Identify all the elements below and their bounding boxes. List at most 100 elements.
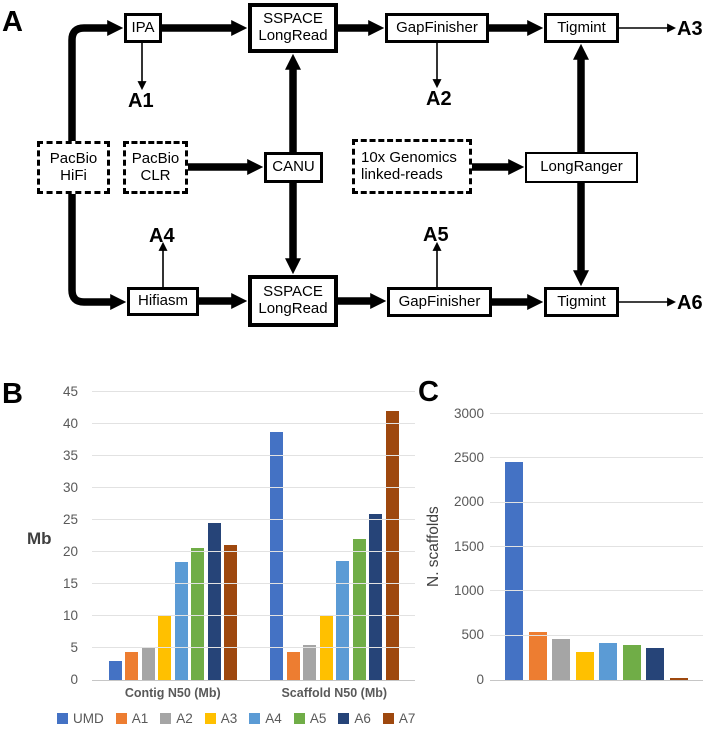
x-category-label: Contig N50 (Mb) [124, 686, 221, 700]
node-pacbio-hifi: PacBio HiFi [37, 141, 110, 194]
flowchart-arrows [68, 20, 677, 310]
bar-a6-1 [369, 513, 382, 680]
output-a2: A2 [426, 88, 452, 110]
gridline [92, 583, 415, 584]
bar-umd-0 [505, 461, 524, 680]
bar-a2-0 [141, 646, 155, 680]
panel-b-label: B [2, 378, 23, 410]
legend-label: A1 [131, 711, 149, 726]
bar-group [92, 392, 254, 680]
y-tick-label: 500 [461, 627, 484, 643]
y-tick-label: 5 [70, 639, 78, 655]
gridline [490, 413, 703, 414]
bar-a4-0 [174, 561, 188, 680]
y-tick-label: 3000 [453, 405, 484, 421]
bar-a1-0 [125, 651, 138, 680]
legend-swatch [57, 713, 68, 725]
legend-item-a2: A2 [160, 712, 193, 726]
node-gapfinisher-bottom: GapFinisher [387, 287, 492, 317]
y-axis-title: Mb [27, 529, 52, 548]
legend-swatch [115, 713, 127, 725]
node-10x-genomics: 10x Genomics linked-reads [352, 139, 472, 194]
legend-swatch [160, 713, 172, 725]
bar-a3-0 [575, 651, 594, 680]
legend-swatch [338, 713, 350, 725]
bar-umd-1 [270, 431, 283, 680]
gridline [490, 457, 703, 459]
bar-a3-0 [158, 616, 171, 680]
bar-umd-0 [108, 660, 122, 680]
gridline [490, 634, 703, 636]
bar-group [254, 392, 416, 680]
bar-a1-1 [286, 651, 300, 680]
node-hifiasm: Hifiasm [127, 287, 199, 316]
legend-item-umd: UMD [57, 712, 104, 726]
y-tick-label: 2000 [453, 494, 484, 510]
bar-a6-0 [207, 523, 221, 680]
bar-a2-0 [552, 638, 571, 680]
y-tick-label: 35 [62, 447, 78, 463]
node-tigmint-bottom: Tigmint [544, 287, 619, 317]
y-tick-label: 0 [476, 671, 484, 687]
bar-a7-0 [669, 677, 688, 680]
gridline [92, 455, 415, 456]
y-tick-label: 15 [62, 575, 78, 591]
panel-a-label: A [2, 6, 23, 38]
bar-a2-1 [303, 645, 316, 680]
node-sspace-longread-top: SSPACE LongRead [248, 3, 338, 53]
output-a5: A5 [423, 224, 449, 246]
gridline [92, 487, 415, 488]
bar-group [490, 414, 703, 680]
bar-a1-0 [528, 631, 547, 680]
plot-area [490, 413, 703, 681]
node-canu: CANU [264, 152, 323, 183]
legend-label: A7 [398, 711, 416, 726]
legend-swatch [204, 713, 216, 725]
gridline [92, 391, 415, 392]
bars-region [92, 392, 415, 680]
output-a1: A1 [128, 90, 154, 112]
node-longranger: LongRanger [525, 152, 638, 183]
node-ipa: IPA [124, 13, 162, 43]
bar-a6-0 [646, 648, 665, 680]
panel-c-label: C [418, 376, 439, 408]
x-axis-labels: Contig N50 (Mb) Scaffold N50 (Mb) [92, 686, 415, 700]
gridline [92, 423, 415, 424]
arrow-hifi-to-ipa [68, 20, 124, 141]
legend-item-a3: A3 [204, 712, 237, 726]
output-a4: A4 [149, 225, 175, 247]
gridline [490, 501, 703, 503]
output-a3: A3 [677, 18, 703, 40]
legend-swatch [249, 713, 261, 725]
legend-label: A4 [265, 711, 282, 726]
gridline [92, 615, 415, 616]
node-sspace-longread-bottom: SSPACE LongRead [248, 275, 338, 327]
y-tick-label: 0 [70, 671, 78, 687]
x-category-label: Scaffold N50 (Mb) [281, 686, 388, 700]
y-tick-label: 1500 [453, 538, 484, 554]
legend-item-a5: A5 [293, 712, 326, 726]
y-tick-label: 45 [62, 383, 78, 399]
legend-item-a1: A1 [115, 711, 149, 726]
y-tick-label: 30 [62, 479, 78, 495]
legend-item-a4: A4 [249, 712, 282, 726]
gridline [92, 551, 415, 552]
bar-a3-1 [319, 616, 333, 680]
legend-swatch [293, 713, 305, 725]
y-tick-label: 10 [62, 607, 78, 623]
gridline [490, 546, 703, 547]
y-tick-label: 2500 [453, 449, 484, 465]
legend-label: A6 [354, 711, 371, 726]
legend-item-a7: A7 [382, 711, 416, 726]
bar-a7-0 [224, 544, 237, 680]
legend-label: UMD [73, 711, 104, 726]
plot-area [92, 391, 415, 681]
y-tick-label: 1000 [453, 582, 484, 598]
bar-a5-1 [352, 539, 366, 680]
bar-a4-1 [336, 560, 349, 680]
y-tick-label: 25 [62, 511, 78, 527]
node-pacbio-clr: PacBio CLR [123, 141, 188, 194]
